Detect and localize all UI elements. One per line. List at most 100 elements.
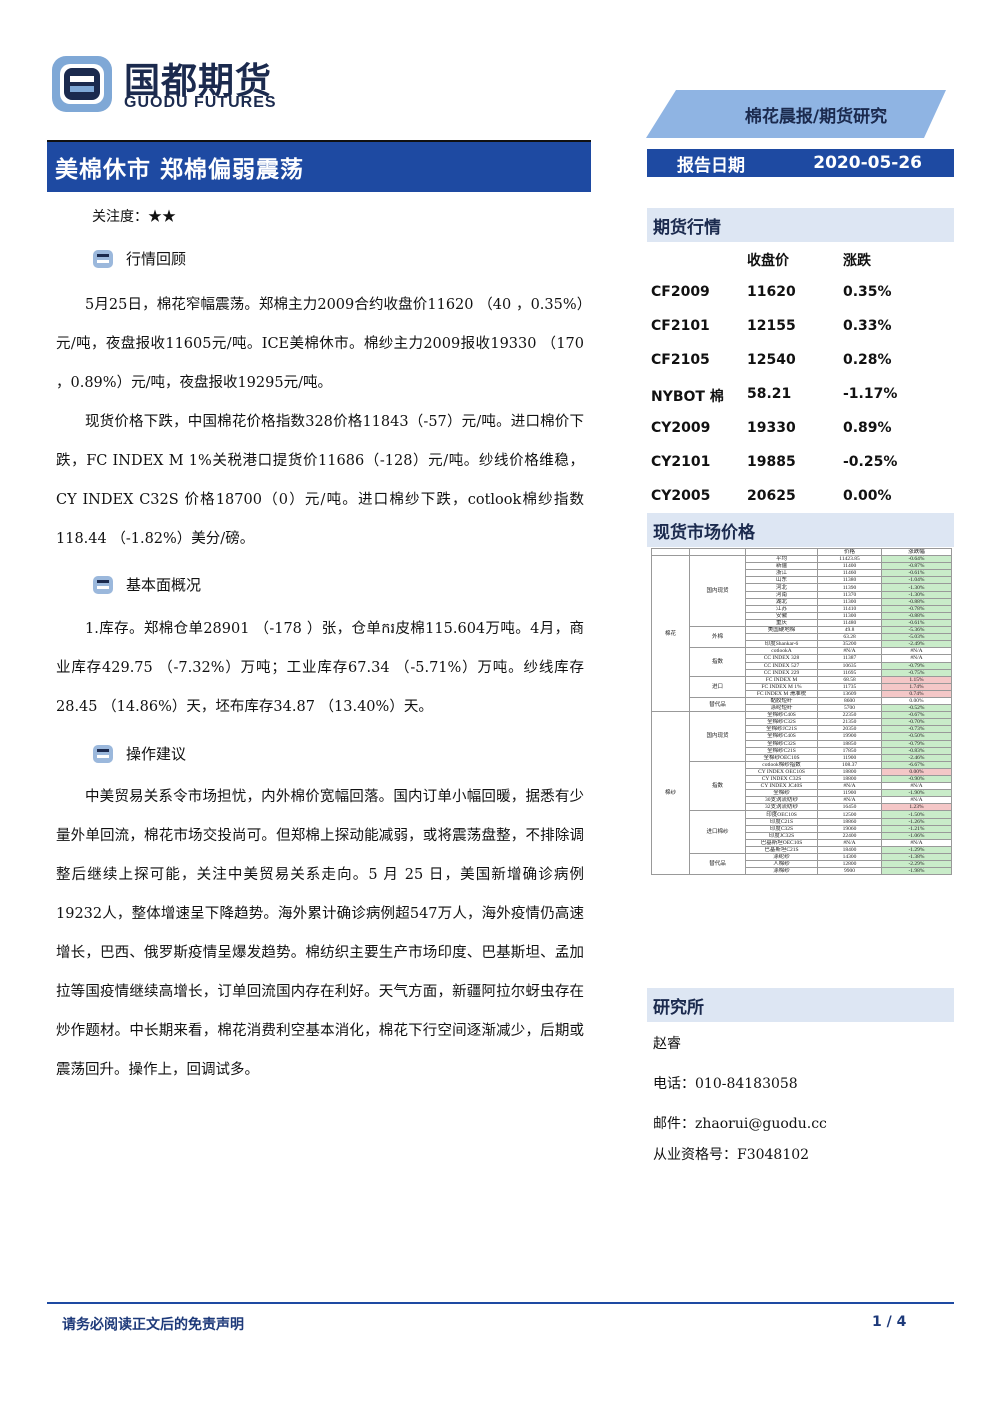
spot-change: -1.38% (881, 853, 952, 862)
spot-price: 11400 (817, 562, 882, 571)
spot-change: -0.83% (881, 746, 952, 755)
spot-price: 18400 (817, 845, 882, 855)
analyst-name: 赵睿 (653, 1036, 681, 1052)
footer-divider (47, 1302, 954, 1304)
spot-price: 11380 (817, 576, 882, 585)
futures-header-row: 收盘价 涨跌 (651, 250, 951, 270)
spot-item-name: 新疆 (745, 562, 818, 571)
spot-price: 18850 (817, 739, 882, 748)
spot-item-name: 全棉纱C32S (745, 739, 818, 748)
futures-change: 0.00% (843, 488, 892, 504)
spot-item-name: 河南 (745, 590, 818, 599)
spot-price: 11423.85 (817, 555, 882, 564)
spot-price: 22350 (817, 711, 882, 720)
spot-change: -0.61% (881, 618, 952, 628)
futures-close: 12155 (747, 318, 796, 334)
spot-price: 11300 (817, 611, 882, 620)
attention-rating: 关注度：★★ (92, 209, 176, 225)
spot-change: -1.29% (881, 845, 952, 855)
spot-price: 21350 (817, 718, 882, 727)
spot-change: 1.23% (881, 803, 952, 812)
page-number: 1 / 4 (872, 1314, 907, 1330)
blank-cell (745, 547, 818, 557)
spot-item-name: 美国硬地棉 (745, 626, 818, 635)
section-bullet-icon (93, 744, 113, 763)
spot-change: -0.87% (881, 562, 952, 571)
report-type-tag: 棉花晨报/期货研究 (646, 90, 946, 138)
futures-change: 0.33% (843, 318, 892, 334)
spot-item-name: 黏胶短纤 (745, 696, 818, 706)
spot-change: -6.67% (881, 760, 952, 769)
spot-change: 0.00% (881, 696, 952, 706)
spot-price: 18800 (817, 774, 882, 784)
spot-item-name: 江苏 (745, 604, 818, 613)
spot-change: -2.46% (881, 753, 952, 762)
spot-price: 19900 (817, 732, 882, 741)
spot-change: -1.30% (881, 583, 952, 592)
futures-close: 20625 (747, 488, 796, 504)
spot-change: -1.21% (881, 824, 952, 833)
spot-item-name: 浙江 (745, 569, 818, 578)
spot-item-name: 全棉纱C21S (745, 746, 818, 755)
spot-price: 68.58 (817, 675, 882, 684)
section-bullet-icon (93, 249, 113, 268)
spot-item-name: CC INDEX 328 (745, 654, 818, 663)
spot-change: -1.90% (881, 789, 952, 798)
company-logo: 国都期货 GUODU FUTURES (50, 50, 290, 120)
spot-change: #N/A (881, 782, 952, 791)
spot-item-name: 安徽 (745, 611, 818, 620)
spot-subcategory: 进口棉纱 (689, 810, 746, 855)
spot-item-name: 涤纶短纤 (745, 704, 818, 713)
spot-price: 13609 (817, 689, 882, 698)
spot-change: -0.79% (881, 661, 952, 670)
paragraph-fundamentals-1: 1.库存。郑棉仓单28901 （-178 ）张，仓单ករ皮棉115.604万吨。… (56, 621, 584, 715)
spot-price: 11300 (817, 597, 882, 606)
column-header-change: 涨跌 (843, 253, 871, 269)
futures-row: NYBOT 棉 58.21 -1.17% (651, 386, 951, 406)
spot-item-name: 30支涡流纺纱 (745, 796, 818, 805)
spot-change: #N/A (881, 838, 952, 847)
spot-price: 11735 (817, 682, 882, 691)
spot-change: -0.67% (881, 711, 952, 720)
futures-code: CY2005 (651, 488, 711, 504)
column-header: 涨跌幅 (881, 547, 952, 557)
spot-change: -1.26% (881, 817, 952, 826)
spot-heading: 现货市场价格 (653, 522, 755, 543)
spot-item-name: CC INDEX 229 (745, 668, 818, 677)
futures-change: 0.35% (843, 284, 892, 300)
spot-change: #N/A (881, 647, 952, 656)
futures-heading-bar: 期货行情 (647, 208, 954, 242)
section-title: 操作建议 (126, 745, 187, 763)
spot-item-name (745, 633, 818, 642)
analyst-email[interactable]: 邮件：zhaorui@guodu.cc (653, 1116, 827, 1132)
spot-item-name: 印度C32S (745, 824, 818, 833)
spot-item-name: 印度OEC10S (745, 810, 818, 819)
spot-price: 11695 (817, 668, 882, 677)
spot-change: -0.88% (881, 611, 952, 620)
spot-category: 棉花 (651, 555, 690, 713)
spot-change: -1.30% (881, 590, 952, 599)
spot-item-name: 涤棉纱 (745, 867, 818, 876)
page-title: 美棉休市 郑棉偏弱震荡 (55, 156, 305, 183)
spot-heading-bar: 现货市场价格 (647, 513, 954, 547)
spot-price: 20350 (817, 725, 882, 734)
spot-price: 10635 (817, 661, 882, 670)
spot-change: -0.70% (881, 718, 952, 727)
futures-change: 0.89% (843, 420, 892, 436)
spot-item-name: 巴基斯坦OEC10S (745, 838, 818, 847)
spot-change: -1.98% (881, 867, 952, 876)
spot-price: #N/A (817, 838, 882, 847)
spot-item-name: 印度Shankar-6 (745, 640, 818, 649)
spot-subcategory: 外棉 (689, 626, 746, 649)
futures-row: CY2009 19330 0.89% (651, 420, 951, 440)
spot-change: -0.73% (881, 725, 952, 734)
futures-heading: 期货行情 (653, 217, 721, 238)
logo-english-name: GUODU FUTURES (124, 94, 277, 111)
spot-header-row: 价格涨跌幅 (651, 547, 952, 557)
futures-code: CF2101 (651, 318, 710, 334)
